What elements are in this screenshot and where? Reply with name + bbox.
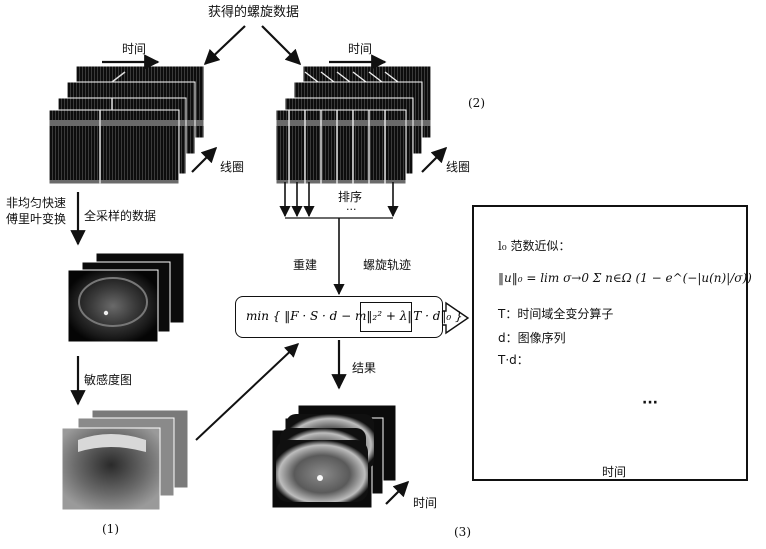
sensitivity-maps [61, 409, 189, 511]
marker-3: (3) [454, 525, 471, 539]
kspace-stack-left [48, 65, 205, 185]
td-label: T·d： [498, 353, 529, 367]
coil-arrow-left [191, 146, 218, 173]
nufft-label-line1: 非均匀快速 [6, 196, 67, 210]
time-label-right: 时间 [348, 42, 373, 56]
kspace-stack-right [275, 65, 432, 185]
time-label-left: 时间 [122, 42, 147, 56]
arrow-spiral-to-right [261, 25, 302, 66]
spiral-trajectory-label: 螺旋轨迹 [363, 258, 412, 272]
result-label: 结果 [352, 361, 377, 375]
reconstruct-label: 重建 [293, 258, 318, 272]
time-label-result: 时间 [413, 496, 438, 510]
coil-label-left: 线圈 [220, 160, 245, 174]
optimization-formula: min { ‖F · S · d − m‖₂² + λ‖T · d‖₀ } [246, 309, 463, 323]
arrow-spiral-to-left [203, 25, 246, 66]
arrow-sens-to-formula [195, 343, 300, 441]
sort-ellipsis: ··· [346, 203, 357, 216]
d-description: d：图像序列 [498, 331, 566, 345]
full-sampled-label: 全采样的数据 [84, 209, 157, 223]
thumbnail-ellipsis: ··· [642, 395, 658, 411]
t-description: T：时间域全变分算子 [498, 307, 614, 321]
nufft-label-line2: 傅里叶变换 [6, 212, 67, 226]
marker-1: (1) [102, 522, 119, 536]
l0-title: l₀ 范数近似： [498, 239, 571, 253]
time-arrow-result [385, 480, 410, 505]
marker-2: (2) [468, 96, 485, 110]
spiral-data-label: 获得的螺旋数据 [208, 5, 300, 20]
coil-label-right: 线圈 [446, 160, 471, 174]
tv-term-box [360, 302, 412, 332]
coil-arrow-right [421, 146, 448, 173]
full-sampled-images [67, 252, 185, 343]
sort-label: 排序 [338, 190, 363, 204]
panel-time-label: 时间 [602, 465, 627, 479]
l0-formula: ‖u‖₀ = lim σ→0 Σ n∈Ω (1 − e^(−|u(n)|/σ)) [498, 271, 752, 285]
l0-explanation-panel: l₀ 范数近似： ‖u‖₀ = lim σ→0 Σ n∈Ω (1 − e^(−|… [472, 205, 752, 481]
optimization-formula-box: min { ‖F · S · d − m‖₂² + λ‖T · d‖₀ } [235, 296, 463, 338]
sensitivity-label: 敏感度图 [84, 373, 133, 387]
result-images [271, 404, 397, 509]
